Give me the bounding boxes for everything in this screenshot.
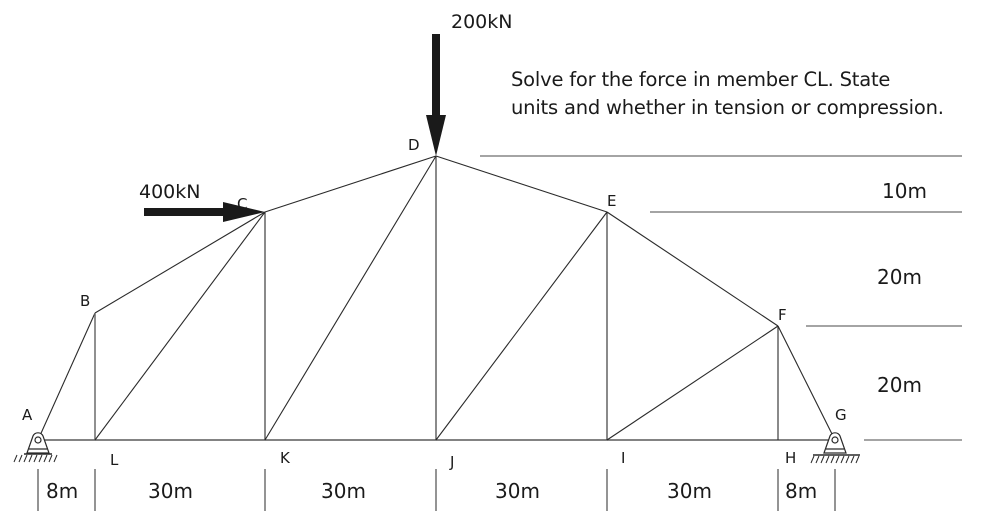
elevation-lines [480,155,962,441]
member-de [435,155,608,213]
member-bc [94,211,266,314]
node-label-j: J [449,453,454,471]
node-label-a: A [22,406,33,424]
node-label-g: G [835,406,847,424]
node-label-f: F [778,306,787,324]
dim-label-kj: 30m [321,479,366,503]
problem-line-1: Solve for the force in member CL. State [511,68,891,91]
dim-label-ih: 30m [667,479,712,503]
dimension-ticks [37,469,836,511]
member-cd [264,155,437,213]
member-fg [777,325,836,441]
problem-statement: Solve for the force in member CL. State … [511,66,944,122]
dim-label-lk: 30m [148,479,193,503]
member-ef [606,211,779,327]
dim-label-20m-lower: 20m [877,373,922,397]
truss-members [37,155,836,441]
member-cl [94,211,266,441]
dim-label-ji: 30m [495,479,540,503]
load-arrow-horizontal-icon [144,202,265,222]
node-label-h: H [785,449,796,467]
member-fi [606,325,779,441]
node-label-c: C [237,195,247,213]
dim-label-al: 8m [46,479,78,503]
load-label-400kn: 400kN [139,181,200,203]
member-ab [37,312,96,441]
node-label-k: K [280,449,291,467]
node-label-e: E [607,192,616,210]
pin-support-a-icon [13,432,58,463]
node-label-d: D [408,136,420,154]
member-ej [435,211,608,441]
load-label-200kn: 200kN [451,11,512,33]
node-label-b: B [80,292,90,310]
dim-label-20m-upper: 20m [877,265,922,289]
dim-label-10m: 10m [882,179,927,203]
dim-label-hg: 8m [785,479,817,503]
node-label-i: I [621,449,625,467]
load-arrow-vertical-icon [426,34,446,156]
node-label-l: L [110,451,119,469]
member-dk [264,155,437,441]
problem-line-2: units and whether in tension or compress… [511,96,944,119]
pin-support-g-icon [810,432,860,464]
